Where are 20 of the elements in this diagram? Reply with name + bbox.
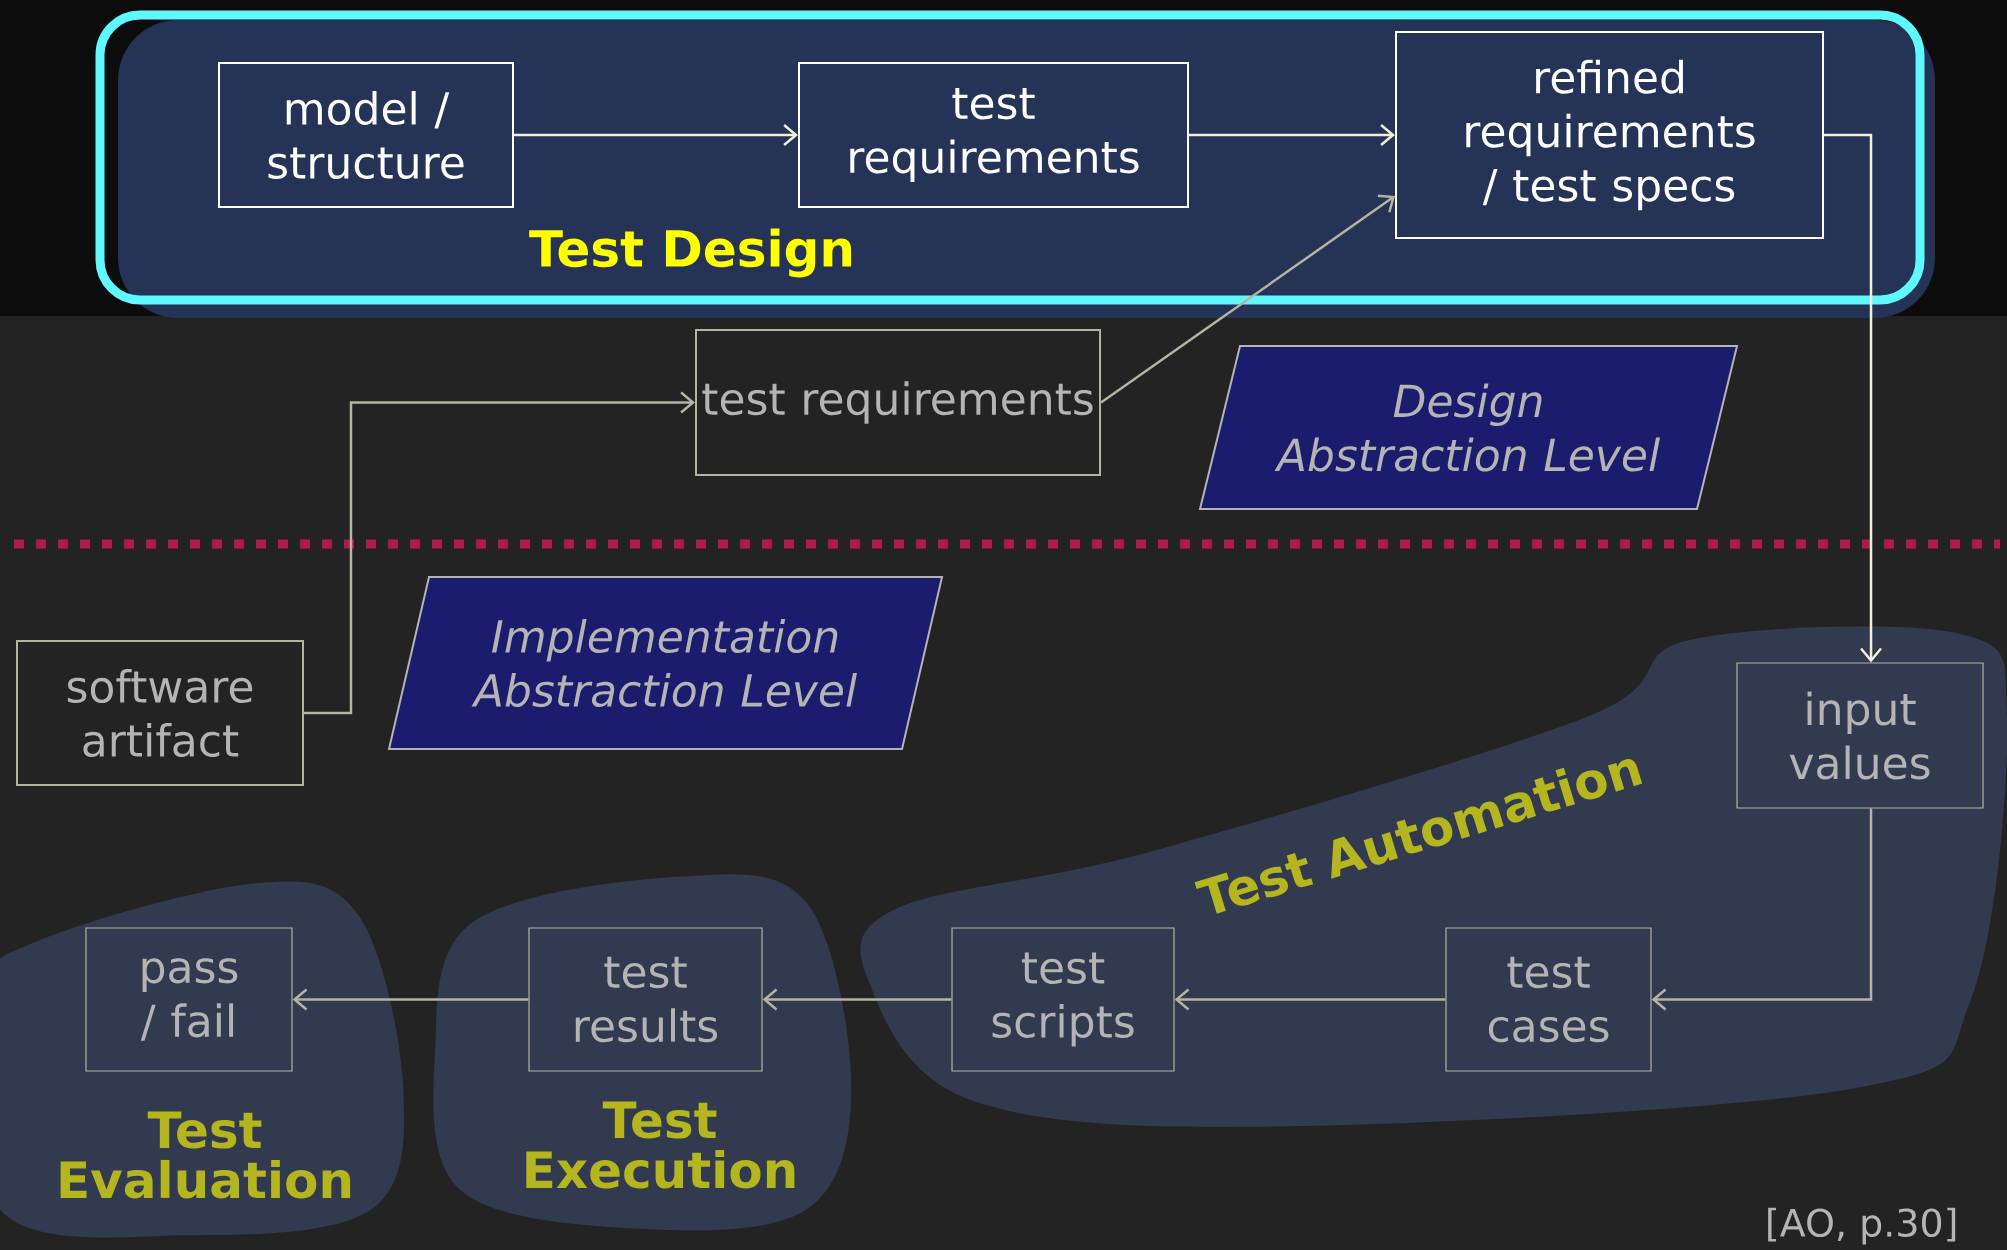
process-box: test requirements bbox=[798, 62, 1189, 208]
process-box: test scripts bbox=[951, 927, 1175, 1072]
arrow bbox=[1651, 808, 1873, 1011]
arrow bbox=[304, 391, 695, 715]
process-box: pass / fail bbox=[85, 927, 293, 1072]
process-box: refined requirements / test specs bbox=[1395, 31, 1824, 239]
arrow bbox=[762, 988, 952, 1011]
citation: [AO, p.30] bbox=[1768, 1207, 1956, 1245]
arrow bbox=[292, 988, 529, 1011]
arrow bbox=[514, 124, 798, 146]
process-box: input values bbox=[1736, 662, 1984, 809]
process-box: test cases bbox=[1445, 927, 1652, 1072]
process-box: test requirements bbox=[695, 329, 1101, 476]
arrow bbox=[1824, 133, 1882, 663]
arrow bbox=[1174, 988, 1446, 1011]
process-box: software artifact bbox=[16, 640, 304, 786]
arrow bbox=[1189, 124, 1395, 146]
arrow bbox=[1100, 194, 1395, 404]
process-box: model / structure bbox=[218, 62, 514, 208]
process-box: test results bbox=[528, 927, 763, 1072]
